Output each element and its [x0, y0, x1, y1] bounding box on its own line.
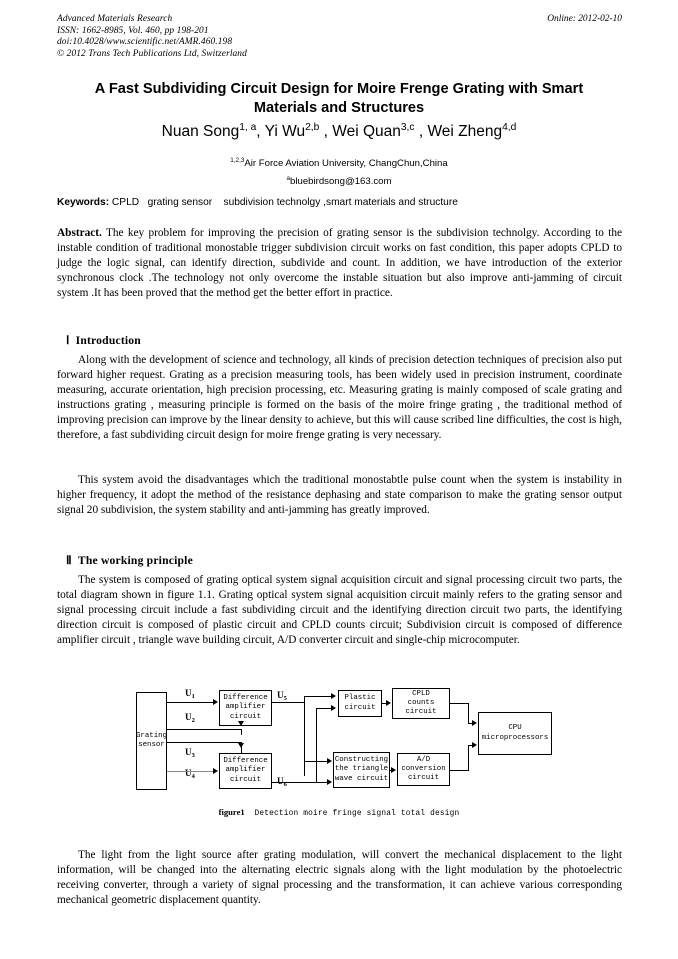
keywords-label: Keywords: [57, 197, 110, 208]
author-sep: , [319, 123, 333, 140]
arrow-cpld-cpu [472, 720, 477, 726]
author-entry: Wei Quan3,c , [332, 121, 428, 140]
wire-u3 [167, 742, 241, 743]
figure-caption: figure1 Detection moire fringe signal to… [0, 807, 678, 818]
intro-paragraph-1: Along with the development of science an… [57, 354, 622, 442]
author-sup: 2,b [305, 121, 320, 133]
author-name: Wei Zheng [427, 123, 503, 140]
author-sup: 3,c [400, 121, 415, 133]
signal-label-u3: U3 [185, 747, 195, 759]
online-date: Online: 2012-02-10 [547, 14, 622, 24]
wire-u1 [167, 702, 214, 703]
wire-adc-to-cpu [468, 745, 473, 746]
diagram-box-difference-amplifier-2: Difference amplifier circuit [219, 753, 272, 789]
wire-u4 [167, 771, 214, 772]
arrow-u5-triangle [327, 758, 332, 764]
journal-header: Advanced Materials Research Online: 2012… [57, 14, 622, 60]
wire-adc-out [450, 770, 469, 771]
wire-u6-out [272, 782, 317, 783]
diagram-box-grating-sensor: Grating sensor [136, 692, 167, 790]
wire-u6-bus [316, 708, 317, 782]
wire-u5-out [272, 702, 305, 703]
wire-adc-vert [468, 745, 469, 770]
section-number: Ⅰ [66, 334, 70, 347]
diagram-box-cpld-counts-circuit: CPLD counts circuit [392, 688, 450, 719]
signal-label-u5: U5 [277, 690, 287, 702]
copyright-line: © 2012 Trans Tech Publications Ltd, Swit… [57, 48, 247, 59]
arrow-u6-triangle [327, 779, 332, 785]
diagram-box-triangle-wave-circuit: Constructing the triangle wave circuit [333, 752, 390, 788]
page-title: A Fast Subdividing Circuit Design for Mo… [94, 81, 584, 116]
arrow-u6-plastic [331, 705, 336, 711]
figure-caption-number: figure1 [218, 807, 245, 817]
figure-caption-body: Detection moire fringe signal total desi… [254, 810, 460, 818]
author-name: Yi Wu [264, 123, 306, 140]
affiliation: 1,2,3Air Force Aviation University, Chan… [60, 156, 618, 169]
abstract-label: Abstract. [57, 227, 102, 239]
author-sup: 4,d [502, 121, 517, 133]
wire-u5-to-plastic [304, 696, 332, 697]
author-entry: Yi Wu2,b , [264, 121, 333, 140]
closing-paragraph: The light from the light source after gr… [57, 849, 622, 907]
arrow-u1 [213, 699, 218, 705]
arrow-u3 [238, 743, 244, 748]
issn-line: ISSN: 1662-8985, Vol. 460, pp 198-201 [57, 25, 209, 36]
keywords-line: Keywords: CPLD grating sensor subdivisio… [57, 197, 627, 208]
wire-u2-vert [241, 729, 242, 735]
wire-u6-to-triangle [316, 782, 328, 783]
signal-label-u1: U1 [185, 688, 195, 700]
diagram-box-ad-conversion-circuit: A/D conversion circuit [397, 753, 450, 786]
principle-paragraph-1: The system is composed of grating optica… [57, 574, 622, 647]
diagram-box-cpu-microprocessors: CPU microprocessors [478, 712, 552, 755]
intro-paragraph-2: This system avoid the disadvantages whic… [57, 474, 622, 517]
keywords-value: CPLD grating sensor subdivision technolg… [109, 197, 458, 208]
diagram-box-plastic-circuit: Plastic circuit [338, 690, 382, 717]
wire-u5-bus [304, 702, 305, 776]
wire-cpld-vert [468, 703, 469, 723]
contact-email: abluebirdsong@163.com [60, 174, 618, 187]
section-title: Introduction [75, 334, 141, 347]
author-sep: , [414, 123, 428, 140]
author-entry: Nuan Song1, a, [161, 121, 265, 140]
section-title: The working principle [77, 554, 193, 567]
wire-plastic-to-cpld [382, 703, 387, 704]
abstract-text: The key problem for improving the precis… [57, 227, 622, 300]
affiliation-sup: 1,2,3 [230, 156, 245, 164]
signal-label-u4: U4 [185, 768, 195, 780]
figure-caption-text [245, 810, 255, 818]
affiliation-text: Air Force Aviation University, ChangChun… [244, 158, 448, 169]
section-heading-introduction: Ⅰ Introduction [66, 333, 141, 347]
arrow-u5-plastic [331, 693, 336, 699]
section-number: Ⅱ [66, 554, 72, 567]
wire-cpld-out [450, 703, 469, 704]
arrow-plastic-cpld [386, 700, 391, 706]
email-sup: a [286, 174, 291, 182]
arrow-u4 [213, 768, 218, 774]
author-entry: Wei Zheng4,d [427, 121, 517, 140]
diagram-box-difference-amplifier-1: Difference amplifier circuit [219, 690, 272, 726]
arrow-u2 [238, 721, 244, 726]
author-sup: 1, a [239, 121, 257, 133]
journal-name: Advanced Materials Research [57, 14, 173, 24]
author-name: Nuan Song [161, 123, 240, 140]
arrow-triangle-adc [391, 767, 396, 773]
signal-label-u6: U6 [277, 776, 287, 788]
author-list: Nuan Song1, a, Yi Wu2,b , Wei Quan3,c , … [60, 121, 618, 141]
email-text: bluebirdsong@163.com [290, 176, 392, 187]
abstract: Abstract. The key problem for improving … [57, 226, 622, 301]
wire-u2 [167, 729, 241, 730]
author-name: Wei Quan [332, 123, 401, 140]
block-diagram: Grating sensor Difference amplifier circ… [0, 655, 678, 830]
author-sep: , [256, 123, 265, 140]
section-heading-working-principle: Ⅱ The working principle [66, 553, 193, 567]
doi-line: doi:10.4028/www.scientific.net/AMR.460.1… [57, 37, 233, 47]
wire-u6-to-plastic [316, 708, 332, 709]
arrow-adc-cpu [472, 742, 477, 748]
wire-u5-branch [304, 696, 305, 703]
wire-cpld-to-cpu [468, 723, 473, 724]
signal-label-u2: U2 [185, 712, 195, 724]
